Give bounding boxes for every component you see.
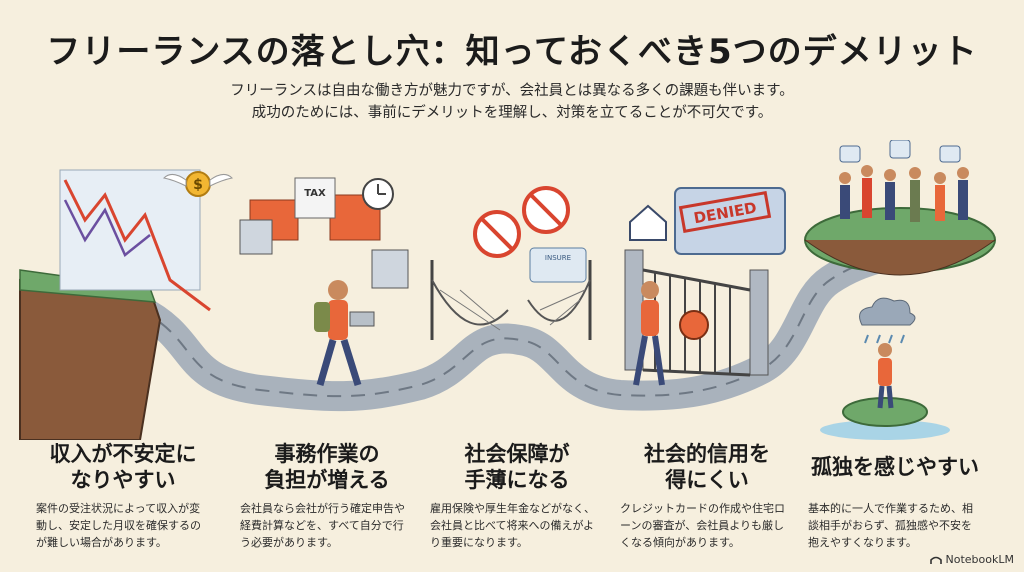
coin-wing-right	[209, 174, 234, 187]
pitfall-title: 孤独を感じやすい	[811, 455, 979, 479]
denied-stamp	[678, 190, 772, 234]
lonely-person-body	[878, 358, 892, 386]
house-icon	[629, 204, 667, 241]
broken-safety-net	[431, 279, 591, 326]
calculator-icon	[239, 219, 273, 255]
scene-admin-burden: TAX	[239, 177, 409, 387]
subtitle-line-1: フリーランスは自由な働き方が魅力ですが、会社員とは異なる多くの課題も伴います。	[230, 83, 794, 99]
lock-icon	[679, 310, 709, 340]
lonely-person-head	[878, 343, 892, 357]
calculator-icon	[371, 249, 409, 289]
walker-body	[328, 300, 348, 340]
chat-icon	[839, 145, 861, 163]
chart-board	[59, 169, 201, 291]
notebooklm-logo-icon	[929, 556, 942, 564]
walker-body	[641, 300, 659, 336]
pitfall-title: 事務作業の 負担が増える	[264, 442, 390, 492]
pitfall-admin-burden: 事務作業の 負担が増える 会社員なら会社が行う確定申告や経費計算などを、すべて自…	[232, 440, 422, 551]
scene-social-credit: DENIED	[624, 187, 786, 386]
falling-line-red	[63, 179, 211, 312]
walker-leg	[316, 339, 337, 386]
pitfall-description: 案件の受注状況によって収入が変動し、安定した月収を確保するのが難しい場合がありま…	[36, 502, 201, 549]
scene-isolation	[804, 140, 996, 440]
pitfall-unstable-income: 収入が不安定に なりやすい 案件の受注状況によって収入が変動し、安定した月収を確…	[28, 440, 218, 551]
coin-wing-left	[162, 174, 187, 187]
pitfall-title: 社会保障が 手薄になる	[464, 442, 570, 492]
cliff	[19, 278, 162, 440]
journey-illustration: $ TAX	[19, 140, 996, 440]
backpack	[314, 302, 330, 332]
tax-label: TAX	[304, 188, 326, 199]
subtitle-line-2: 成功のためには、事前にデメリットを理解し、対策を立てることが不可欠です。	[251, 105, 773, 121]
page-title: フリーランスの落とし穴：知っておくべき5つのデメリット	[46, 32, 978, 72]
page-subtitle: フリーランスは自由な働き方が魅力ですが、会社員とは異なる多くの課題も伴います。 …	[0, 80, 1024, 124]
laptop-icon	[349, 311, 375, 327]
rain-cloud-icon	[859, 297, 916, 326]
falling-line-purple	[63, 199, 151, 257]
scene-social-security: INSURE	[430, 186, 592, 340]
pitfall-description: 会社員なら会社が行う確定申告や経費計算などを、すべて自分で行う必要があります。	[240, 502, 405, 549]
pitfall-title: 社会的信用を 得にくい	[644, 442, 770, 492]
walker-head	[328, 280, 348, 300]
insurance-card-label: INSURE	[545, 254, 571, 262]
pitfall-description: クレジットカードの作成や住宅ローンの審査が、会社員よりも厳しくなる傾向があります…	[620, 502, 785, 549]
tax-document	[294, 177, 336, 219]
stone-path	[125, 235, 915, 412]
chat-icon	[939, 145, 961, 163]
brand-name: NotebookLM	[945, 553, 1014, 566]
dollar-icon: $	[193, 177, 203, 193]
stone-path-edge	[139, 249, 901, 398]
pitfall-description: 基本的に一人で作業するため、相談相手がおらず、孤独感や不安を抱えやすくなります。	[808, 502, 973, 549]
walker-head	[641, 281, 659, 299]
lonely-island	[842, 397, 928, 427]
water	[820, 420, 950, 440]
chat-icon	[889, 140, 911, 159]
walker-leg	[340, 338, 362, 387]
brand-watermark: NotebookLM	[929, 553, 1014, 566]
insurance-card	[529, 247, 587, 283]
pitfall-title: 収入が不安定に なりやすい	[49, 442, 197, 492]
people-group	[839, 165, 969, 222]
pitfall-isolation: 孤独を感じやすい 基本的に一人で作業するため、相談相手がおらず、孤独感や不安を抱…	[800, 440, 990, 551]
gate-pillar	[749, 269, 769, 376]
pitfall-description: 雇用保険や厚生年金などがなく、会社員と比べて将来への備えがより重要になります。	[430, 502, 595, 549]
pitfall-social-credit: 社会的信用を 得にくい クレジットカードの作成や住宅ローンの審査が、会社員よりも…	[612, 440, 802, 551]
scene-unstable-income: $	[19, 169, 234, 440]
pitfall-social-security: 社会保障が 手薄になる 雇用保険や厚生年金などがなく、会社員と比べて将来への備え…	[422, 440, 612, 551]
